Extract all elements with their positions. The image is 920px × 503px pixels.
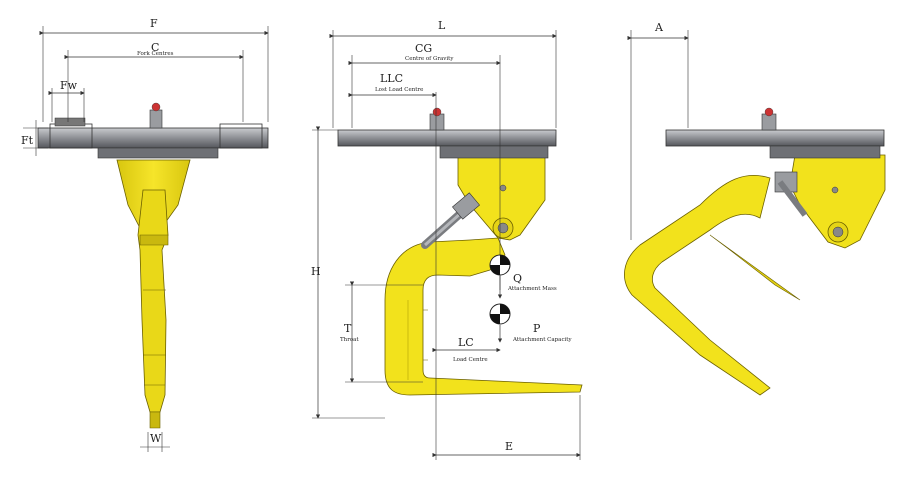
front-view (37, 102, 269, 429)
rotated-view-dimensions: A (627, 21, 689, 240)
dim-H: H (311, 265, 321, 278)
dim-A: A (654, 21, 664, 34)
dim-CG: CG (415, 42, 432, 55)
dim-Ft: Ft (21, 134, 34, 147)
dim-LLC: LLC (380, 72, 403, 85)
dim-T-sub: Throat (340, 337, 359, 343)
dim-LLC-sub: Lost Load Centre (375, 87, 423, 93)
dim-CG-sub: Centre of Gravity (405, 56, 454, 62)
rotated-view (624, 107, 886, 396)
dim-C: C (151, 41, 159, 54)
side-view (337, 107, 583, 396)
attachment-capacity-symbol (489, 303, 511, 325)
dim-E: E (505, 440, 513, 453)
side-view-dimensions: L CG Centre of Gravity LLC Lost Load Cen… (311, 19, 581, 460)
dim-Fw: Fw (60, 79, 78, 92)
dim-P-sub: Attachment Capacity (512, 337, 573, 343)
dim-W: W (150, 432, 162, 445)
attachment-mass-symbol (489, 254, 511, 276)
dim-P: P (533, 322, 541, 335)
front-view-dimensions: F C Fork Centres Fw Ft W (21, 17, 269, 452)
dim-F: F (150, 17, 158, 30)
dim-LC-sub: Load Centre (453, 357, 488, 363)
dim-Q-sub: Attachment Mass (507, 286, 557, 292)
dim-L: L (438, 19, 446, 32)
dim-LC: LC (458, 336, 474, 349)
dim-Q: Q (513, 272, 522, 285)
dim-C-sub: Fork Centres (137, 51, 174, 57)
dim-T: T (344, 322, 352, 335)
